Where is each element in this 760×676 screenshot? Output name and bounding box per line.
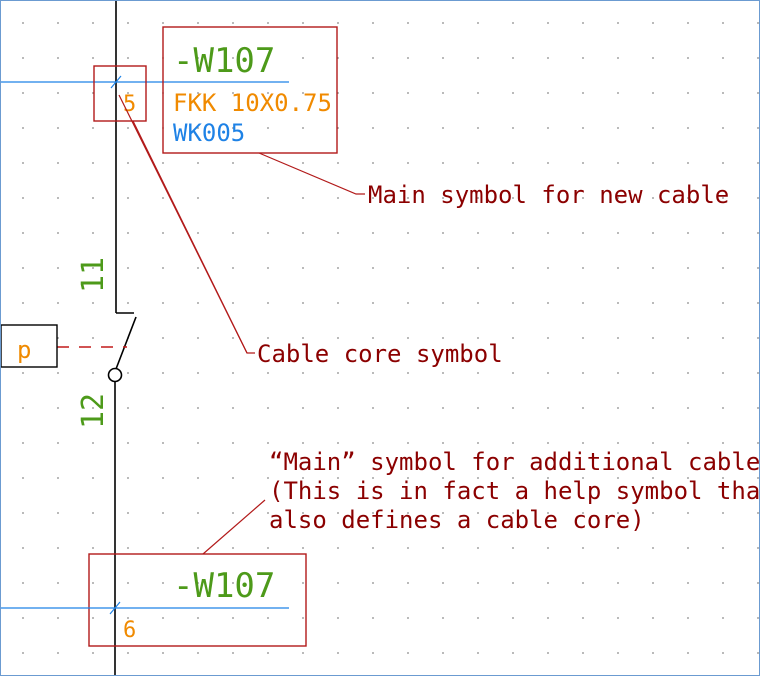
annotation-additional-line2: (This is in fact a help symbol that <box>269 477 760 505</box>
terminal-top-number: 11 <box>76 257 111 293</box>
leader-main-symbol <box>258 152 365 195</box>
annotation-additional-line3: also defines a cable core) <box>269 506 645 534</box>
main-cable-id: WK005 <box>173 119 245 147</box>
contact-blade[interactable] <box>115 316 137 370</box>
main-core-frame[interactable] <box>93 65 147 122</box>
contact-pivot <box>107 367 123 383</box>
additional-symbol-frame[interactable] <box>88 553 307 647</box>
annotation-additional-line1: “Main” symbol for additional cable <box>269 448 760 476</box>
device-label: p <box>17 336 31 364</box>
main-cable-tick <box>110 75 122 89</box>
main-core-number: 5 <box>123 92 136 117</box>
additional-designation: -W107 <box>173 566 275 606</box>
leader-core-symbol-b <box>132 120 248 354</box>
additional-cable-tick <box>109 601 121 615</box>
leader-additional-symbol <box>202 499 266 555</box>
main-symbol-frame[interactable] <box>162 26 338 154</box>
grid-dots <box>22 22 759 654</box>
terminal-bottom-number: 12 <box>76 393 111 429</box>
main-designation: -W107 <box>173 41 275 81</box>
device-box[interactable] <box>1 324 58 368</box>
main-cable-type: FKK 10X0.75 <box>173 89 332 117</box>
annotation-main-symbol: Main symbol for new cable <box>368 181 729 209</box>
additional-core-number: 6 <box>123 618 136 643</box>
annotation-core-symbol: Cable core symbol <box>257 340 503 368</box>
